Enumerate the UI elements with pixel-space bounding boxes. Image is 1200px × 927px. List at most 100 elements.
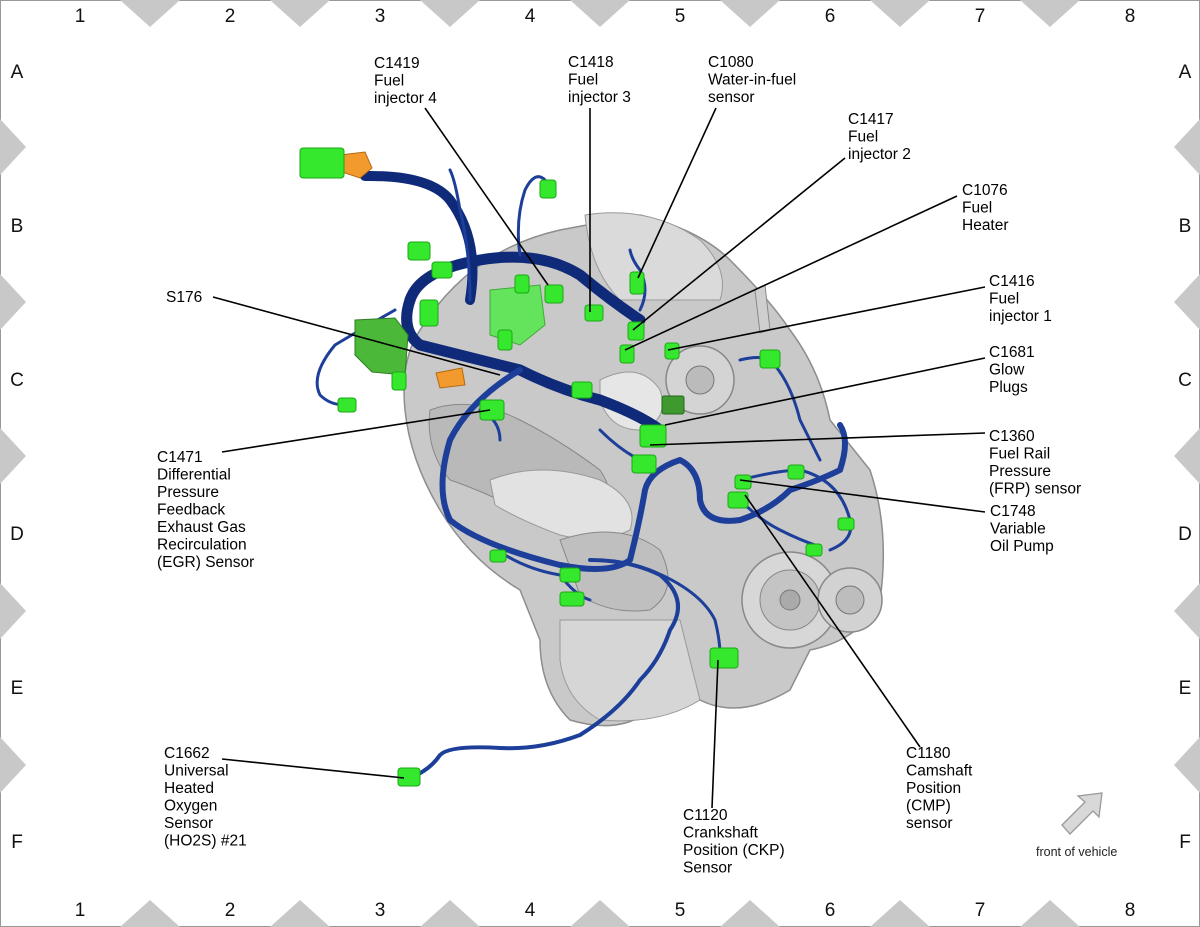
connector-shape bbox=[407, 241, 431, 261]
leader-line-c1748 bbox=[739, 479, 986, 513]
callout-line: injector 4 bbox=[374, 90, 437, 107]
callout-line: Feedback bbox=[157, 502, 225, 519]
connector-shape bbox=[479, 399, 505, 421]
grid-row-label: D bbox=[1178, 524, 1192, 545]
border-triangle bbox=[270, 900, 330, 927]
connector-shape bbox=[489, 549, 507, 563]
connector-shape bbox=[639, 424, 667, 448]
connector-shape bbox=[571, 381, 593, 399]
grid-row-label: C bbox=[1178, 370, 1192, 391]
callout-line: injector 2 bbox=[848, 146, 911, 163]
connector-shape bbox=[727, 491, 749, 509]
leader-line-c1417 bbox=[632, 157, 846, 331]
border-triangle bbox=[870, 900, 930, 927]
front-of-vehicle-label: front of vehicle bbox=[1036, 845, 1117, 859]
border-triangle bbox=[720, 0, 780, 27]
border-triangle bbox=[1174, 737, 1200, 793]
connector-shape bbox=[631, 454, 657, 474]
connector-shape bbox=[514, 274, 530, 294]
grid-column-label: 6 bbox=[825, 900, 836, 921]
leader-line-c1419 bbox=[424, 107, 549, 286]
grid-column-label: 8 bbox=[1125, 6, 1136, 27]
callout-line: Fuel bbox=[962, 200, 992, 217]
callout-line: Fuel bbox=[374, 73, 404, 90]
callout-line: Fuel bbox=[989, 291, 1019, 308]
leader-line-c1080 bbox=[637, 107, 717, 279]
grid-column-label: 5 bbox=[675, 900, 686, 921]
connector-shape bbox=[805, 543, 823, 557]
callout-line: C1080 bbox=[708, 54, 754, 71]
grid-column-label: 8 bbox=[1125, 900, 1136, 921]
callout-line: C1417 bbox=[848, 111, 894, 128]
callout-line: Exhaust Gas bbox=[157, 519, 246, 536]
border-triangle bbox=[570, 900, 630, 927]
grid-row-label: B bbox=[1179, 216, 1192, 237]
callout-line: Oil Pump bbox=[990, 538, 1054, 555]
connector-shape bbox=[391, 371, 407, 391]
border-triangle bbox=[1174, 428, 1200, 484]
border-triangle bbox=[120, 0, 180, 27]
border-triangle bbox=[1020, 0, 1080, 27]
grid-column-label: 1 bbox=[75, 900, 86, 921]
grid-column-label: 3 bbox=[375, 900, 386, 921]
leader-line-c1076 bbox=[624, 195, 958, 351]
callout-line: Fuel Rail bbox=[989, 446, 1050, 463]
callout-line: Heated bbox=[164, 780, 214, 797]
border-triangle bbox=[1174, 119, 1200, 175]
callout-line: Fuel bbox=[848, 129, 878, 146]
callout-line: C1120 bbox=[683, 807, 728, 824]
front-of-vehicle-indicator: front of vehicle bbox=[1036, 792, 1117, 859]
leader-line-c1120 bbox=[711, 659, 719, 809]
border-triangle bbox=[1020, 900, 1080, 927]
callout-line: (CMP) bbox=[906, 798, 951, 815]
callout-line: Glow bbox=[989, 362, 1025, 379]
leader-line-c1471 bbox=[221, 409, 491, 453]
connector-shape bbox=[837, 517, 855, 531]
border-triangle bbox=[0, 274, 26, 330]
leader-line-c1681 bbox=[664, 357, 986, 426]
callout-line: C1360 bbox=[989, 428, 1035, 445]
grid-row-label: A bbox=[1179, 62, 1192, 83]
connector-shape bbox=[299, 147, 345, 179]
callout-line: C1180 bbox=[906, 745, 951, 762]
callout-line: (HO2S) #21 bbox=[164, 833, 247, 850]
callout-line: C1419 bbox=[374, 55, 420, 72]
callout-line: Differential bbox=[157, 467, 231, 484]
connector-shape bbox=[627, 321, 645, 341]
callout-line: Position (CKP) bbox=[683, 842, 785, 859]
leader-line-c1416 bbox=[667, 286, 986, 351]
callout-line: Plugs bbox=[989, 379, 1028, 396]
callout-line: C1416 bbox=[989, 273, 1035, 290]
border-triangle bbox=[270, 0, 330, 27]
callout-line: Crankshaft bbox=[683, 825, 759, 842]
connector-shape bbox=[709, 647, 739, 669]
border-triangle bbox=[870, 0, 930, 27]
grid-row-label: E bbox=[1179, 678, 1192, 699]
border-triangle bbox=[420, 900, 480, 927]
callout-line: C1662 bbox=[164, 745, 210, 762]
connector-shape bbox=[337, 397, 357, 413]
grid-column-label: 4 bbox=[525, 6, 536, 27]
callout-line: C1681 bbox=[989, 344, 1035, 361]
border-triangle bbox=[570, 0, 630, 27]
connector-shape bbox=[759, 349, 781, 369]
grid-column-label: 7 bbox=[975, 900, 986, 921]
border-triangle bbox=[420, 0, 480, 27]
connector-shape bbox=[787, 464, 805, 480]
connector-shape bbox=[559, 591, 585, 607]
arrow-up-right-icon bbox=[1061, 792, 1103, 835]
callout-line: Variable bbox=[990, 521, 1046, 538]
